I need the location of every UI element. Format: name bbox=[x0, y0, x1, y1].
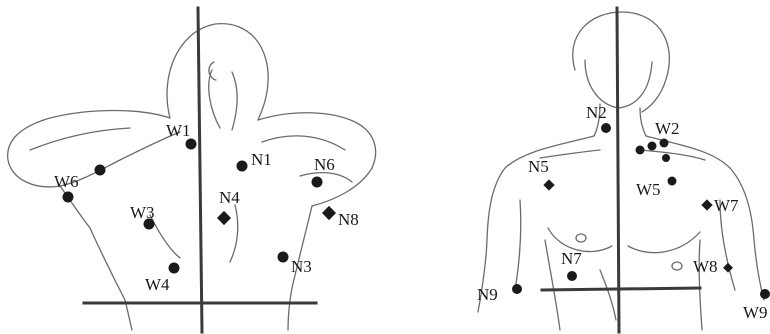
point-W6: W6 bbox=[54, 165, 106, 203]
point-W8-marker bbox=[723, 263, 733, 273]
point-N9-label: N9 bbox=[477, 285, 498, 304]
point-W1-marker bbox=[186, 139, 197, 150]
front-head-outline bbox=[573, 12, 670, 112]
point-W5: W5 bbox=[636, 154, 677, 199]
point-W1: W1 bbox=[166, 121, 197, 150]
front-horizontal-axis bbox=[542, 288, 700, 290]
front-view-figure bbox=[478, 8, 764, 332]
point-W6-marker-secondary bbox=[63, 192, 74, 203]
point-W2-marker-2 bbox=[648, 142, 657, 151]
point-N2-marker bbox=[601, 123, 611, 133]
point-W5-marker bbox=[668, 177, 677, 186]
point-N6-label: N6 bbox=[314, 155, 335, 174]
back-right-arm-inner bbox=[262, 136, 352, 182]
point-W2-marker bbox=[636, 146, 645, 155]
point-N5-label: N5 bbox=[528, 157, 549, 176]
front-arm-inner-right bbox=[640, 150, 735, 290]
point-N8: N8 bbox=[322, 206, 359, 229]
point-N6-marker bbox=[312, 177, 323, 188]
back-head-outline bbox=[167, 24, 268, 120]
point-N7-label: N7 bbox=[561, 249, 582, 268]
back-vertical-axis bbox=[198, 8, 202, 332]
point-N1: N1 bbox=[237, 150, 272, 172]
point-N4: N4 bbox=[217, 188, 240, 225]
point-W5-label: W5 bbox=[636, 180, 661, 199]
point-N2: N2 bbox=[586, 103, 611, 133]
point-N5-marker bbox=[543, 179, 554, 190]
point-N4-label: N4 bbox=[219, 188, 240, 207]
point-N3: N3 bbox=[278, 252, 312, 277]
point-W4-marker bbox=[169, 263, 180, 274]
back-torso-left bbox=[90, 228, 132, 330]
point-N8-label: N8 bbox=[338, 210, 359, 229]
point-W4: W4 bbox=[145, 263, 180, 295]
point-N2-label: N2 bbox=[586, 103, 607, 122]
point-W7: W7 bbox=[701, 196, 739, 215]
point-N9: N9 bbox=[477, 284, 522, 304]
point-N3-label: N3 bbox=[291, 257, 312, 276]
point-N5: N5 bbox=[528, 157, 555, 191]
front-abdomen bbox=[600, 270, 616, 320]
point-N1-marker bbox=[237, 161, 248, 172]
point-N3-marker bbox=[278, 252, 289, 263]
point-W4-label: W4 bbox=[145, 275, 170, 294]
point-W7-label: W7 bbox=[714, 196, 739, 215]
front-vertical-axis bbox=[617, 8, 619, 332]
point-N7: N7 bbox=[561, 249, 582, 281]
point-W2-marker-3 bbox=[660, 139, 669, 148]
point-W6-marker bbox=[95, 165, 106, 176]
point-N4-marker bbox=[217, 211, 231, 225]
point-W3: W3 bbox=[130, 203, 155, 230]
point-W3-label: W3 bbox=[130, 203, 155, 222]
point-N9-marker bbox=[512, 284, 522, 294]
point-W8-label: W8 bbox=[693, 257, 718, 276]
point-W7-marker bbox=[701, 199, 712, 210]
point-N6: N6 bbox=[312, 155, 335, 188]
point-W2-label: W2 bbox=[655, 119, 680, 138]
back-view-points: W1 N1 N6 W6 W3 N4 N8 W4 bbox=[54, 121, 359, 294]
point-N7-marker bbox=[567, 271, 577, 281]
point-N1-label: N1 bbox=[251, 150, 272, 169]
point-W9-marker bbox=[760, 289, 770, 299]
point-W5-marker-2 bbox=[662, 154, 670, 162]
point-W1-label: W1 bbox=[166, 121, 191, 140]
point-W6-label: W6 bbox=[54, 172, 79, 191]
point-N8-marker bbox=[322, 206, 336, 220]
point-W9: W9 bbox=[743, 289, 770, 322]
point-W9-label: W9 bbox=[743, 303, 768, 322]
back-left-arm-inner bbox=[30, 128, 130, 228]
